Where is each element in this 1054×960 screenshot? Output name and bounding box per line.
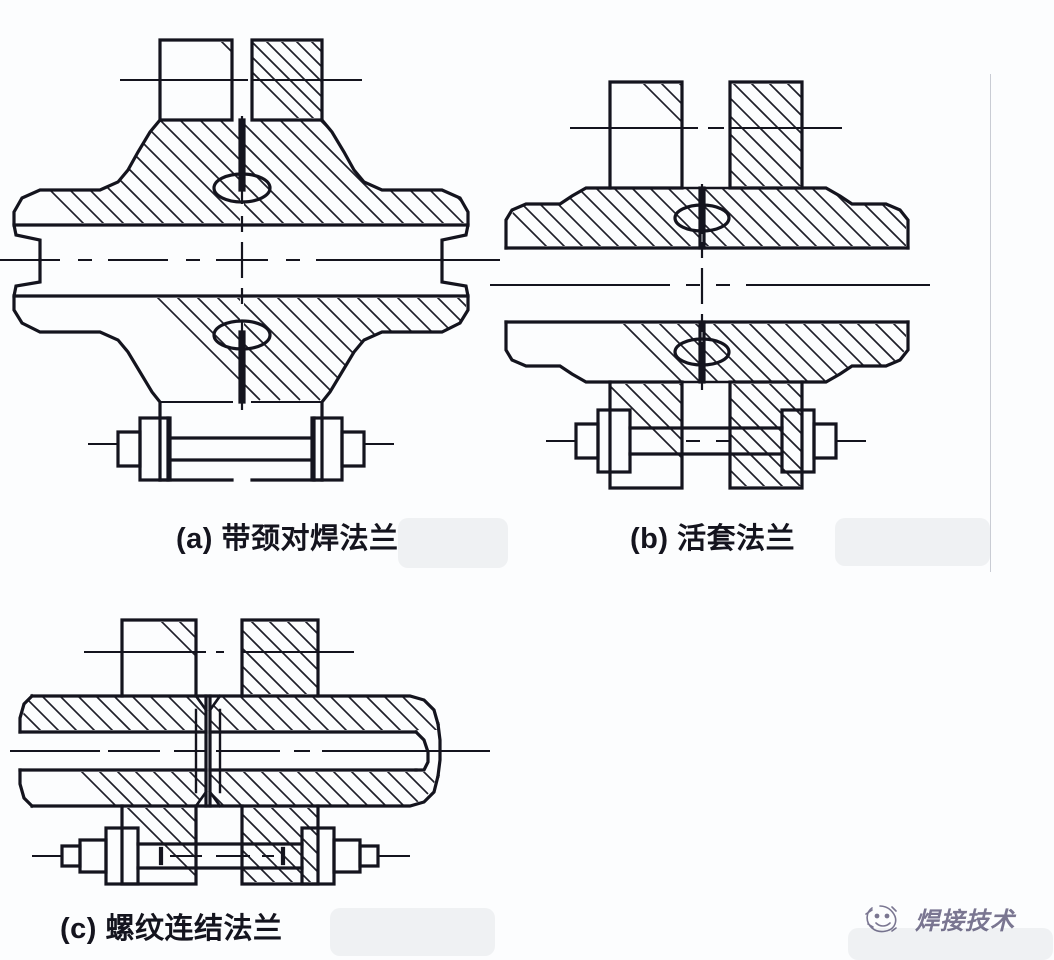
hex-nut-left [116, 430, 142, 468]
flange-body-right-lower [320, 258, 470, 482]
figure-c-caption: (c) 螺纹连结法兰 [60, 913, 283, 945]
stub-end-lower-left [504, 320, 612, 384]
figure-b-outline [504, 80, 910, 490]
figure-c-centerlines [10, 651, 490, 857]
figure-a-outline [12, 38, 470, 482]
figure-a-welding-neck-flange [0, 38, 500, 482]
figure-a-caption: (a) 带颈对焊法兰 [176, 523, 399, 555]
figure-a-section-hatching [16, 42, 466, 401]
watermark-text: 焊接技术 [915, 907, 1015, 935]
figure-b-centerlines [490, 127, 930, 442]
washer-left [596, 408, 632, 474]
overlay-smudge-c [330, 908, 495, 956]
vertical-hairline [990, 74, 992, 572]
pipe-left-edge-top [18, 693, 35, 734]
stub-end-upper-right [800, 186, 910, 250]
figure-b-caption: (b) 活套法兰 [630, 523, 796, 555]
hex-nut-left [78, 838, 108, 874]
threaded-flange-top-left [120, 618, 198, 698]
smiley-face-icon [865, 905, 897, 933]
overlay-smudge-a [398, 518, 508, 568]
figure-a-centerlines [0, 79, 500, 445]
washer-right [310, 416, 344, 482]
stub-end-lower-right [800, 320, 910, 384]
pipe-left-edge-bottom [18, 768, 35, 809]
stub-end-upper-left [504, 186, 612, 250]
figure-c-threaded-flange [10, 618, 490, 886]
threaded-flange-bottom-left [120, 804, 198, 886]
bolt-boss-top-left [158, 38, 234, 122]
pipe-bottom-right-cap [316, 774, 440, 808]
hex-nut-left [574, 422, 600, 460]
loose-ring-top-left [608, 80, 684, 190]
bolt-head-right [358, 844, 380, 868]
flange-body-left-upper [12, 117, 163, 262]
pipe-top-right-cap [316, 694, 440, 726]
flange-body-right-upper [319, 117, 470, 262]
figure-b-lap-joint-flange [490, 80, 930, 490]
watermark: 焊接技术 [862, 898, 1015, 938]
hex-nut-right [340, 430, 366, 468]
flange-body-left-lower [12, 258, 162, 482]
hex-nut-right [332, 838, 362, 874]
end-cap-inner [413, 729, 430, 772]
overlay-smudge-d [848, 928, 1053, 960]
overlay-smudge-b [835, 518, 990, 566]
washer-left [138, 416, 172, 482]
hex-nut-right [812, 422, 838, 460]
loose-ring-bottom-left [608, 380, 684, 490]
bolt-head-left [60, 844, 82, 868]
